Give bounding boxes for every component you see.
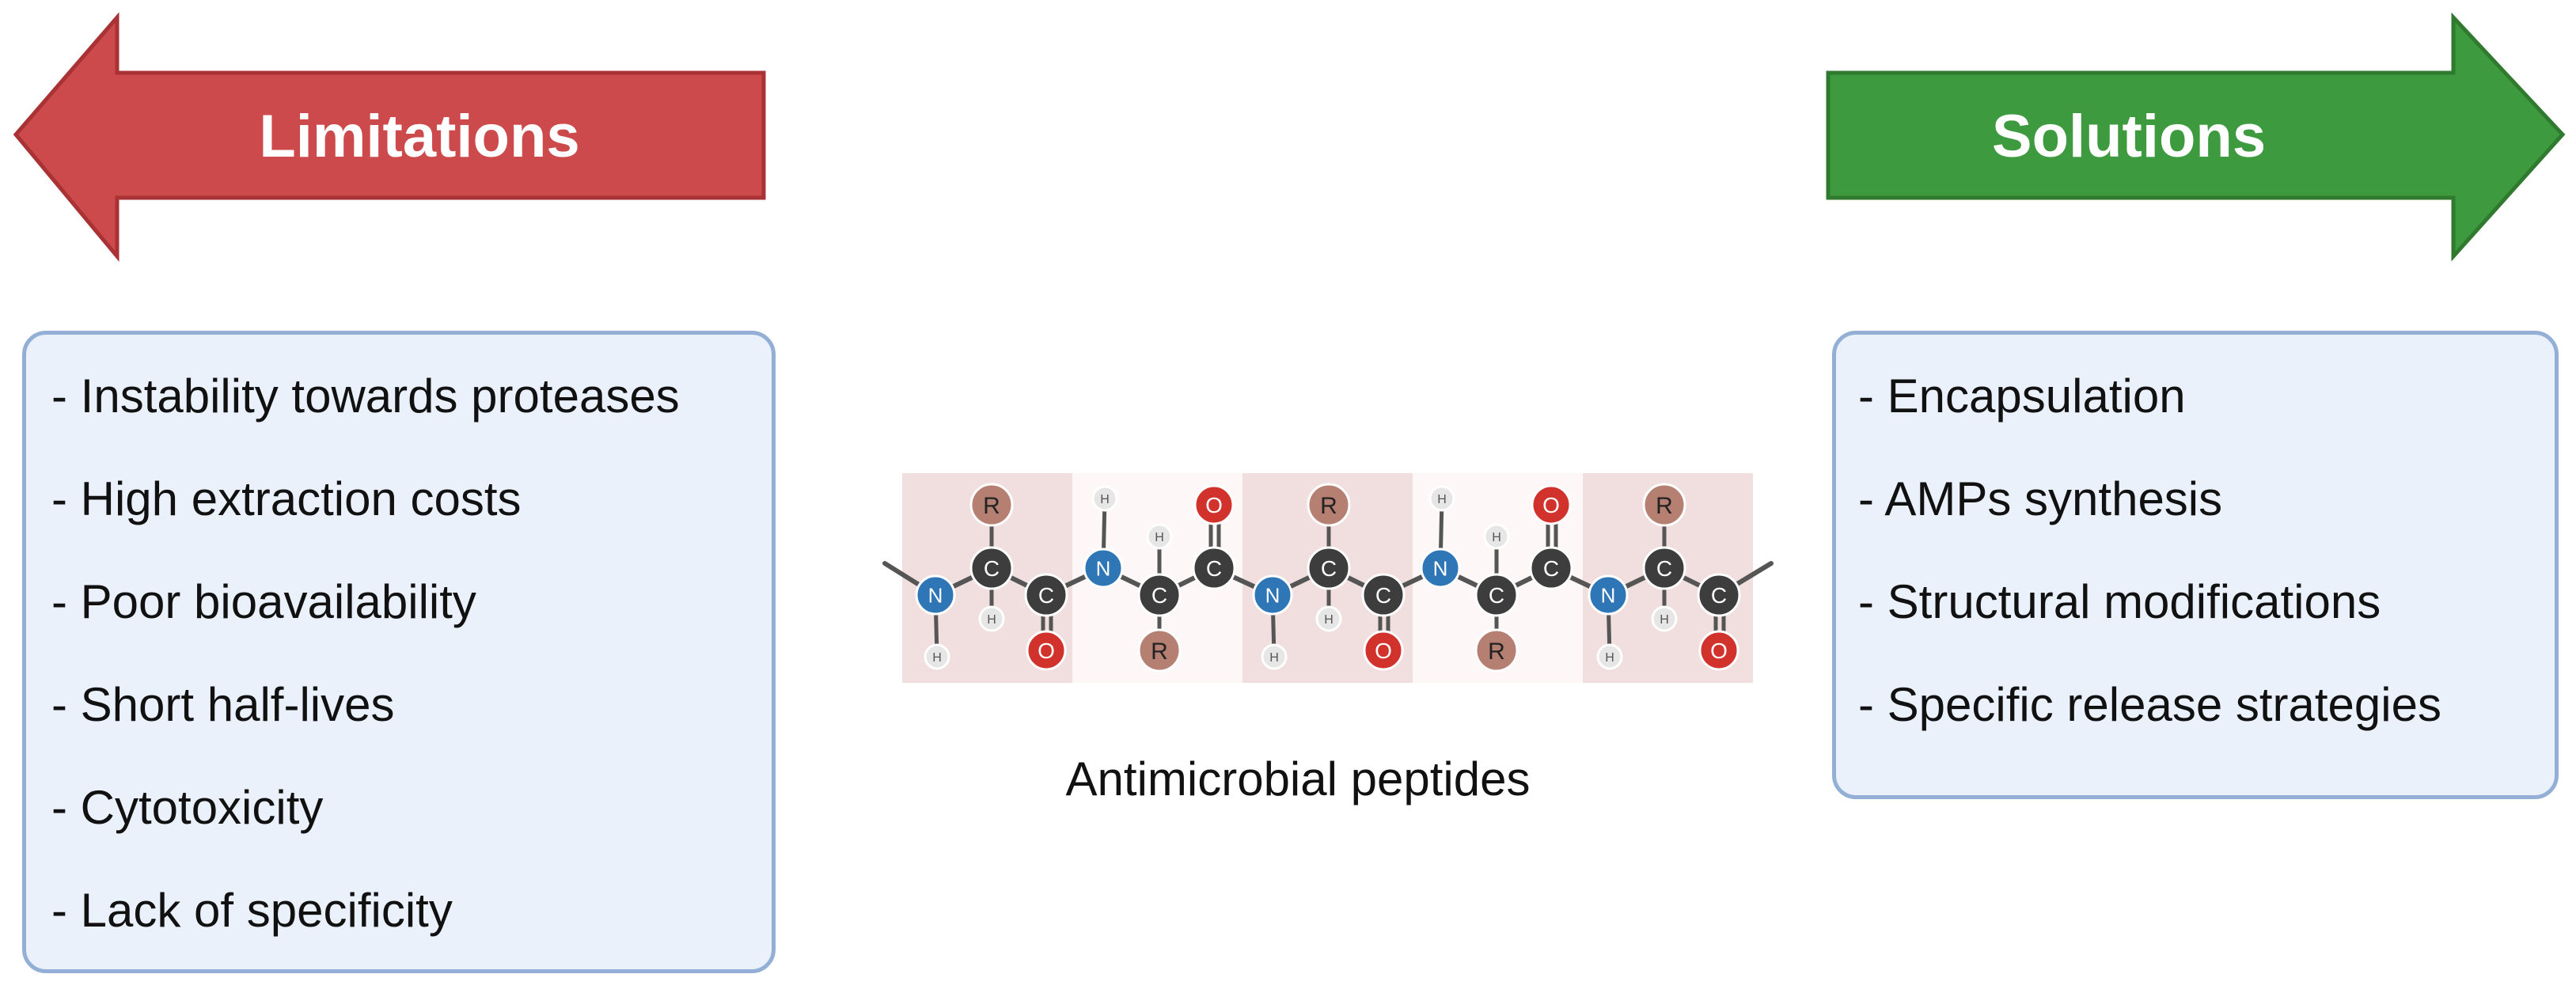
- r-group-atom-label: R: [1656, 493, 1673, 519]
- carbon-atom-label: C: [1038, 583, 1054, 608]
- hydrogen-atom: H: [1261, 643, 1288, 670]
- solutions-title: Solutions: [1991, 103, 2267, 170]
- nitrogen-atom: N: [1252, 574, 1293, 616]
- oxygen-atom-label: O: [1710, 639, 1728, 663]
- hydrogen-atom: H: [1091, 485, 1118, 512]
- hydrogen-atom: H: [1146, 523, 1173, 550]
- limitations-arrow-shape: [13, 12, 766, 262]
- carbon-atom: C: [1192, 546, 1236, 590]
- nitrogen-atom-label: N: [1096, 556, 1111, 580]
- carbon-atom-label: C: [1543, 556, 1559, 581]
- solution-item: - Encapsulation: [1858, 370, 2186, 423]
- carbon-atom: C: [1137, 573, 1182, 617]
- oxygen-atom: O: [1698, 630, 1739, 671]
- nitrogen-atom-label: N: [1601, 583, 1616, 607]
- solution-item: - AMPs synthesis: [1858, 472, 2223, 525]
- oxygen-atom-label: O: [1542, 493, 1560, 517]
- hydrogen-atom-label: H: [1605, 651, 1614, 665]
- oxygen-atom-label: O: [1375, 639, 1392, 663]
- hydrogen-atom-label: H: [1155, 531, 1164, 544]
- hydrogen-atom: H: [1315, 605, 1342, 632]
- oxygen-atom: O: [1531, 484, 1572, 525]
- r-group-atom: R: [1307, 483, 1351, 527]
- carbon-atom: C: [1642, 546, 1686, 590]
- solutions-box: - Encapsulation - AMPs synthesis - Struc…: [1832, 331, 2559, 799]
- oxygen-atom: O: [1193, 484, 1235, 525]
- limitations-box: - Instability towards proteases - High e…: [22, 331, 776, 973]
- hydrogen-atom: H: [924, 643, 950, 670]
- hydrogen-atom-label: H: [932, 651, 942, 665]
- nitrogen-atom: N: [915, 574, 956, 616]
- carbon-atom: C: [1474, 573, 1519, 617]
- hydrogen-atom-label: H: [1269, 651, 1279, 665]
- carbon-atom-label: C: [1711, 583, 1727, 608]
- r-group-atom: R: [1137, 628, 1182, 673]
- oxygen-atom-label: O: [1038, 639, 1055, 663]
- carbon-atom: C: [1529, 546, 1573, 590]
- carbon-atom: C: [1361, 573, 1406, 617]
- carbon-atom-label: C: [1375, 583, 1391, 608]
- carbon-atom-label: C: [1656, 556, 1672, 581]
- nitrogen-atom-label: N: [1433, 556, 1448, 580]
- carbon-atom-label: C: [1489, 583, 1504, 608]
- hydrogen-atom-label: H: [987, 613, 996, 627]
- carbon-atom: C: [969, 546, 1014, 590]
- limitation-item: - Short half-lives: [51, 678, 395, 731]
- oxygen-atom: O: [1026, 630, 1067, 671]
- limitation-item: - Cytotoxicity: [51, 781, 324, 834]
- carbon-atom-label: C: [1321, 556, 1337, 581]
- hydrogen-atom: H: [1651, 605, 1678, 632]
- oxygen-atom: O: [1363, 630, 1404, 671]
- hydrogen-atom-label: H: [1437, 493, 1447, 506]
- solution-item: - Structural modifications: [1858, 575, 2381, 628]
- nitrogen-atom: N: [1420, 548, 1461, 589]
- limitations-title: Limitations: [259, 103, 580, 170]
- hydrogen-atom: H: [1596, 643, 1623, 670]
- nitrogen-atom: N: [1083, 548, 1124, 589]
- hydrogen-atom: H: [978, 605, 1005, 632]
- limitation-item: - High extraction costs: [51, 472, 522, 525]
- carbon-atom-label: C: [984, 556, 1000, 581]
- nitrogen-atom-label: N: [1265, 583, 1280, 607]
- hydrogen-atom-label: H: [1660, 613, 1669, 627]
- r-group-atom-label: R: [1151, 639, 1168, 665]
- limitation-item: - Instability towards proteases: [51, 370, 680, 423]
- r-group-atom-label: R: [1488, 639, 1505, 665]
- nitrogen-atom: N: [1588, 574, 1629, 616]
- oxygen-atom-label: O: [1205, 493, 1223, 517]
- limitation-item: - Poor bioavailability: [51, 575, 476, 628]
- r-group-atom-label: R: [983, 493, 1000, 519]
- carbon-atom-label: C: [1151, 583, 1167, 608]
- carbon-atom: C: [1697, 573, 1741, 617]
- r-group-atom: R: [1474, 628, 1519, 673]
- nitrogen-atom-label: N: [928, 583, 943, 607]
- limitation-item: - Lack of specificity: [51, 884, 453, 937]
- hydrogen-atom: H: [1483, 523, 1510, 550]
- hydrogen-atom-label: H: [1324, 613, 1334, 627]
- peptide-caption: Antimicrobial peptides: [1065, 752, 1531, 805]
- carbon-atom: C: [1307, 546, 1351, 590]
- carbon-atom-label: C: [1206, 556, 1222, 581]
- r-group-atom: R: [969, 483, 1014, 527]
- r-group-atom-label: R: [1320, 493, 1337, 519]
- solution-item: - Specific release strategies: [1858, 678, 2441, 731]
- solutions-arrow-shape: [1826, 12, 2566, 262]
- carbon-atom: C: [1024, 573, 1068, 617]
- hydrogen-atom-label: H: [1492, 531, 1501, 544]
- hydrogen-atom: H: [1428, 485, 1455, 512]
- r-group-atom: R: [1642, 483, 1686, 527]
- hydrogen-atom-label: H: [1100, 493, 1110, 506]
